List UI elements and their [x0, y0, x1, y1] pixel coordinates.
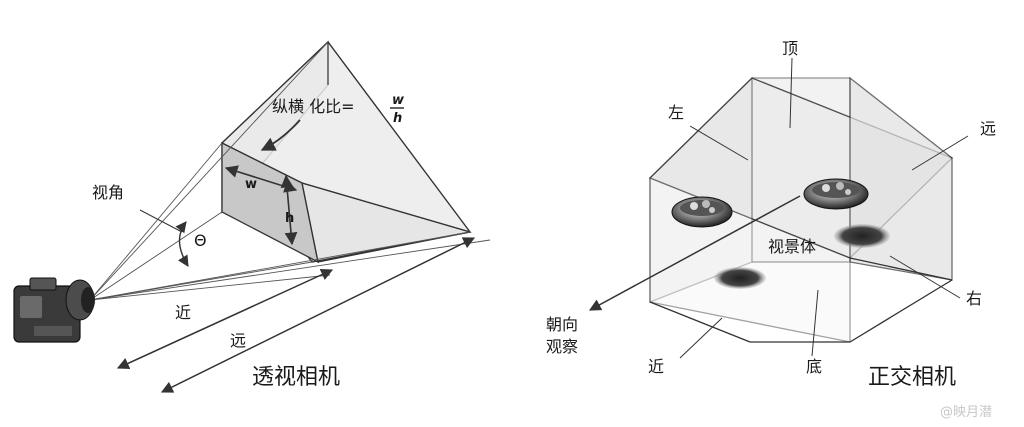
- shadow-left: [714, 267, 766, 289]
- near-label-ortho: 近: [648, 357, 664, 376]
- right-label: 右: [966, 289, 982, 308]
- view-direction-label-2: 观察: [546, 337, 578, 356]
- theta-label: Θ: [194, 231, 207, 250]
- left-label: 左: [668, 103, 684, 122]
- near-distance-arrow: [116, 269, 334, 369]
- height-arrow: [280, 174, 298, 246]
- perspective-camera-title: 透视相机: [252, 365, 340, 390]
- box-right-face: [849, 76, 953, 281]
- perspective-camera-figure: w h 纵横 化比= w h 视角 Θ 近 远 透视相机: [13, 40, 491, 393]
- height-label: h: [285, 211, 294, 226]
- shadow-right: [834, 224, 890, 248]
- top-label: 顶: [782, 39, 798, 58]
- fov-leader-line: [139, 209, 183, 233]
- watermark: @映月潜: [940, 405, 992, 420]
- width-label: w: [245, 177, 257, 192]
- bowl-object-left: [671, 196, 733, 228]
- far-label: 远: [230, 331, 246, 350]
- aspect-ratio-denominator: h: [393, 111, 402, 126]
- near-label: 近: [175, 303, 191, 322]
- orthographic-camera-figure: 顶 左 远 右 底 近 视景体 朝向 观察 正交相机: [546, 39, 996, 390]
- bowl-object-right: [803, 178, 869, 210]
- orthographic-camera-title: 正交相机: [868, 365, 956, 390]
- aspect-ratio-label: 纵横 化比=: [272, 97, 355, 116]
- camera-icon: [13, 277, 95, 343]
- fov-arc: [175, 221, 189, 267]
- aspect-pointer-arrow: [260, 119, 301, 151]
- view-direction-arrow: [588, 195, 801, 311]
- fov-label: 视角: [92, 183, 124, 202]
- aspect-ratio-numerator: w: [392, 93, 405, 108]
- bottom-label: 底: [806, 357, 822, 376]
- view-volume-label: 视景体: [768, 237, 816, 256]
- far-distance-arrow: [160, 237, 476, 393]
- view-direction-label-1: 朝向: [546, 315, 578, 334]
- leader-lines: [679, 57, 969, 359]
- far-label-ortho: 远: [980, 119, 996, 138]
